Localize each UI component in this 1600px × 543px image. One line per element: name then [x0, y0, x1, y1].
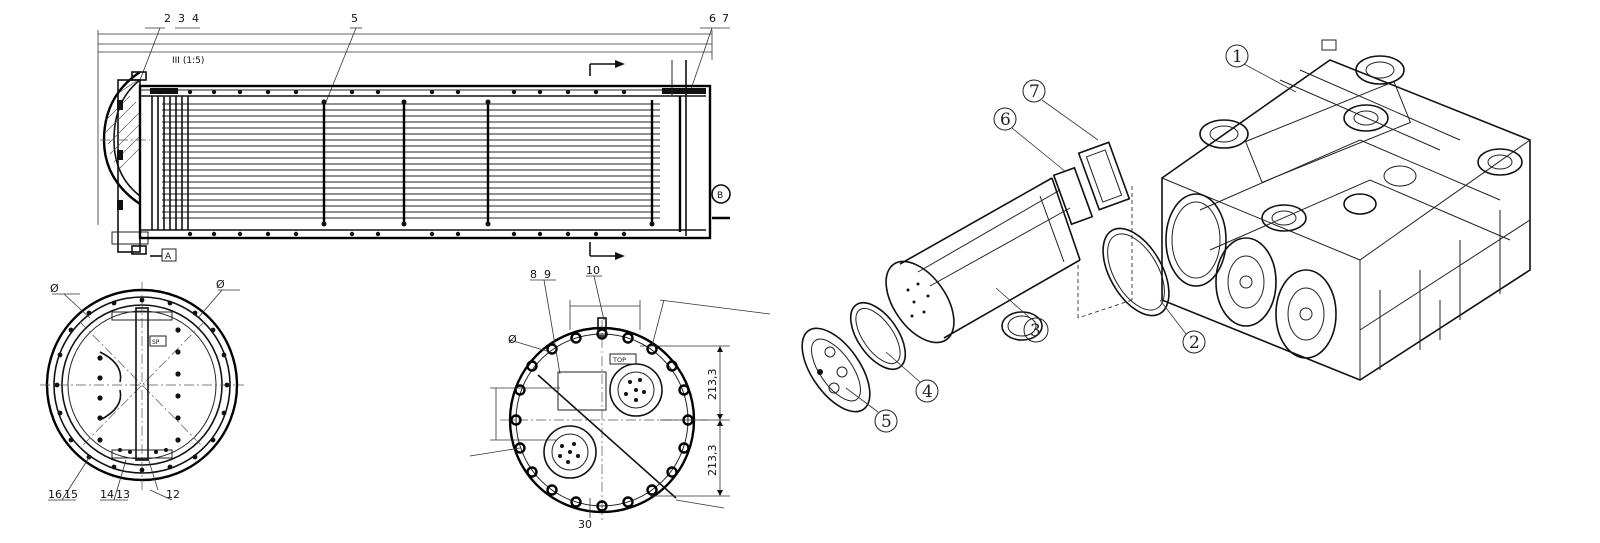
callout-10: 10: [586, 264, 600, 277]
callout-30: 30: [578, 518, 592, 531]
part-1-housing: [1161, 39, 1531, 381]
ref-a: A: [165, 252, 172, 262]
part-3-tube-bundle: [885, 177, 1081, 344]
plate-tag: SP: [152, 339, 160, 346]
exploded-callout-4: 4: [922, 382, 933, 402]
callout-circles: 1 2 3 4 5 6 7: [845, 44, 1297, 433]
dim-upper: 213,3: [706, 369, 719, 401]
exploded-view: 1 2 3 4 5 6 7: [801, 39, 1531, 433]
callout-14: 14: [100, 488, 114, 501]
callout-3: 3: [178, 12, 185, 25]
callout-6: 6: [709, 12, 716, 25]
exploded-callout-2: 2: [1189, 333, 1200, 353]
dia-mark: Ø: [508, 333, 517, 346]
top-tag: TOP: [612, 356, 626, 364]
part-5-end-cover: [801, 327, 871, 413]
end-view: SP Ø Ø 16 15: [40, 278, 244, 501]
callout-8: 8: [530, 268, 537, 281]
dim-lower: 213,3: [706, 445, 719, 477]
side-section-view: 2 3 4 5 6 7 III (1:5): [97, 12, 731, 262]
cover-view: TOP: [469, 264, 771, 531]
exploded-callout-1: 1: [1232, 47, 1243, 67]
section-mark: III (1:5): [172, 56, 204, 66]
callout-2: 2: [164, 12, 171, 25]
exploded-callout-7: 7: [1029, 82, 1040, 102]
dia-right: Ø: [216, 278, 225, 291]
callout-4: 4: [192, 12, 199, 25]
exploded-callout-5: 5: [881, 412, 892, 432]
callout-15: 15: [64, 488, 78, 501]
callout-16: 16: [48, 488, 62, 501]
exploded-callout-6: 6: [1000, 110, 1011, 130]
callout-5: 5: [351, 12, 358, 25]
callout-13: 13: [116, 488, 130, 501]
ref-b: B: [717, 191, 723, 201]
dia-left: Ø: [50, 282, 59, 295]
callout-9: 9: [544, 268, 551, 281]
exploded-callout-3: 3: [1030, 321, 1041, 341]
callout-7: 7: [722, 12, 729, 25]
callout-12: 12: [166, 488, 180, 501]
